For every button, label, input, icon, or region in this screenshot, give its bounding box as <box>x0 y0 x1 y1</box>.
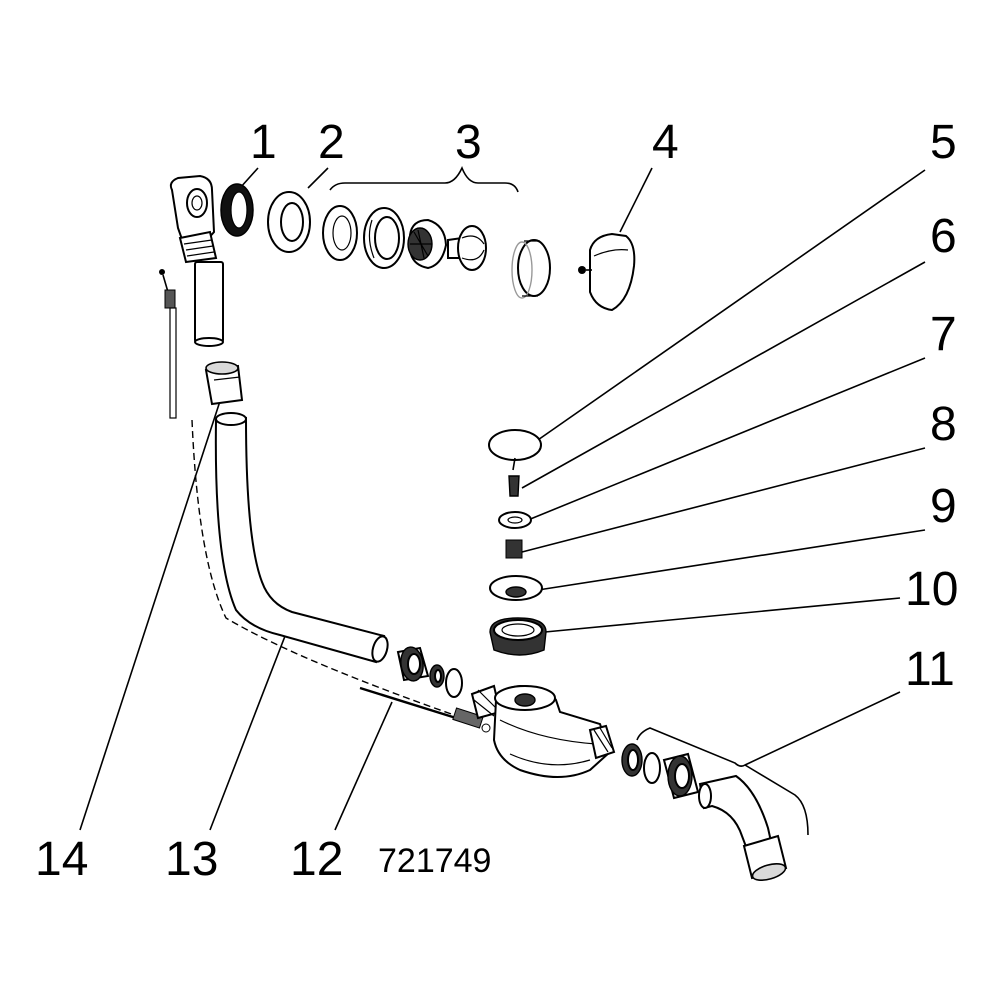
callout-9: 9 <box>930 480 957 533</box>
callout-3: 3 <box>455 116 482 169</box>
callout-13: 13 <box>165 833 218 886</box>
connection-sleeve-part-14 <box>204 361 244 406</box>
callout-1: 1 <box>250 116 277 169</box>
overflow-handle-part-4 <box>578 232 636 312</box>
washer-part-2 <box>267 191 311 253</box>
article-number: 721749 <box>378 842 491 880</box>
callout-labels: 1 2 3 4 5 6 7 8 9 10 11 12 13 14 721749 <box>35 116 958 886</box>
connecting-pipe-part-13 <box>214 412 389 664</box>
cover-ring <box>511 239 551 299</box>
callout-10: 10 <box>905 563 958 616</box>
callout-8: 8 <box>930 398 957 451</box>
overflow-assembly-part-3 <box>322 205 487 271</box>
leader-lines <box>79 165 926 836</box>
callout-11: 11 <box>905 643 955 696</box>
callout-4: 4 <box>652 116 679 169</box>
spindle-part-8 <box>505 539 523 559</box>
callout-2: 2 <box>318 116 345 169</box>
overflow-elbow <box>169 174 224 347</box>
drain-body <box>470 684 616 778</box>
callout-6: 6 <box>930 210 957 263</box>
callout-14: 14 <box>35 833 88 886</box>
callout-7: 7 <box>930 308 957 361</box>
union-nut-left <box>396 646 463 698</box>
control-cable-part-12 <box>159 269 491 733</box>
plug-cap-part-5 <box>488 429 542 461</box>
callout-5: 5 <box>930 116 957 169</box>
outlet-elbow-part-11 <box>698 774 788 881</box>
screw-part-6 <box>508 475 520 497</box>
callout-12: 12 <box>290 833 343 886</box>
washer-part-7 <box>498 511 532 529</box>
seal-ring-part-1 <box>220 183 254 237</box>
union-nut-right <box>621 743 700 800</box>
plug-stack <box>488 429 547 656</box>
